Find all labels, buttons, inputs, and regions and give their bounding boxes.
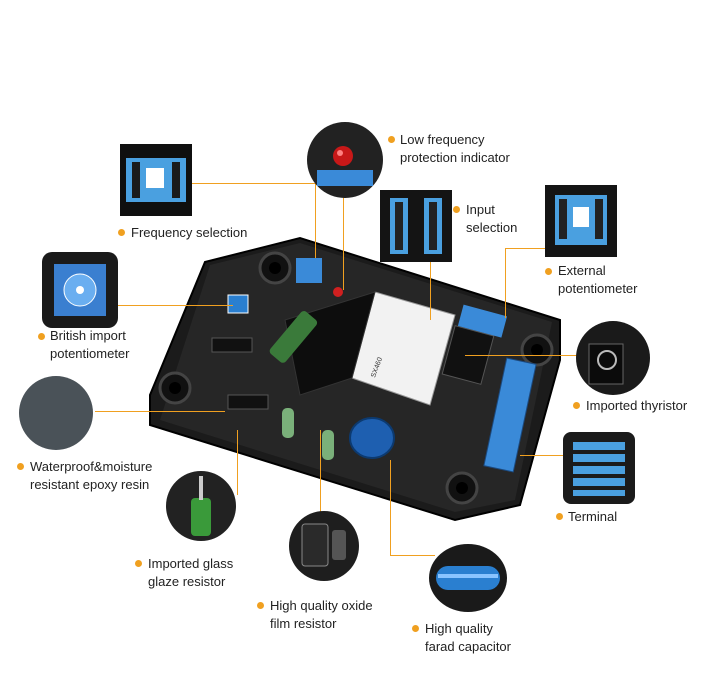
bullet-dot [38,333,45,340]
inset-input-selection [380,190,452,262]
jumper-block [296,258,322,283]
label-line: glaze resistor [148,574,226,589]
label-line: Frequency selection [131,225,248,240]
label-line: Low frequency [400,132,485,147]
mounting-hole-icon [258,251,292,285]
green-resistor [269,311,318,363]
bullet-dot [257,602,264,609]
connector-line [320,430,321,515]
label-line: Imported glass [148,556,234,571]
bullet-dot [118,229,125,236]
connector-line [237,430,238,495]
label-line: potentiometer [50,346,130,361]
blue-capacitor [349,417,395,459]
label-input-selection: Input selection [466,201,517,237]
label-line: High quality [425,621,493,636]
inset-frequency-selection [120,144,192,216]
connector-line [465,355,580,356]
connector-line [95,411,225,412]
label-line: Input [466,202,495,217]
connector-line [315,183,316,258]
bullet-dot [545,268,552,275]
terminal-strip [483,357,537,473]
label-line: High quality oxide [270,598,373,613]
label-oxide-resistor: High quality oxide film resistor [270,597,373,633]
label-thyristor: Imported thyristor [586,397,687,415]
mounting-hole-icon [158,371,192,405]
connector-line [343,190,344,290]
inset-glass-resistor [166,471,236,541]
label-line: protection indicator [400,150,510,165]
connector-line [190,183,315,184]
inset-low-frequency-indicator [307,122,383,198]
connector-line [505,248,545,249]
connector-line [118,305,233,306]
red-led [333,287,343,297]
label-low-frequency: Low frequency protection indicator [400,131,510,167]
bullet-dot [573,402,580,409]
ic-chip [227,394,269,410]
bullet-dot [556,513,563,520]
label-line: British import [50,328,126,343]
label-line: potentiometer [558,281,638,296]
inset-british-potentiometer [42,252,118,328]
connector-line [520,455,565,456]
label-line: resistant epoxy resin [30,477,150,492]
bullet-dot [412,625,419,632]
bullet-dot [17,463,24,470]
mounting-hole-icon [445,471,479,505]
inset-thyristor [576,321,650,395]
mounting-hole-icon [520,333,554,367]
bullet-dot [453,206,460,213]
inset-external-potentiometer [545,185,617,257]
jumper-block [457,304,508,338]
label-line: Imported thyristor [586,398,688,413]
small-resistor [282,408,294,438]
connector-line [505,248,506,318]
label-epoxy: Waterproof&moisture resistant epoxy resi… [30,458,152,494]
inset-farad-capacitor [429,544,507,612]
label-line: External [558,263,606,278]
label-frequency-selection: Frequency selection [131,224,247,242]
connector-line [390,555,435,556]
bullet-dot [388,136,395,143]
connector-line [430,215,431,320]
label-terminal: Terminal [568,508,617,526]
inset-terminal [563,432,635,504]
inset-epoxy-resin [19,376,93,450]
blue-potentiometer [227,294,249,314]
label-line: farad capacitor [425,639,511,654]
label-british-potentiometer: British import potentiometer [50,327,130,363]
label-line: selection [466,220,518,235]
label-glass-resistor: Imported glass glaze resistor [148,555,233,591]
ic-chip [211,337,253,353]
connector-line [390,460,391,555]
inset-oxide-resistor [289,511,359,581]
label-line: Terminal [568,509,618,524]
bullet-dot [135,560,142,567]
label-line: film resistor [270,616,337,631]
small-resistor [322,430,334,460]
label-farad-capacitor: High quality farad capacitor [425,620,511,656]
label-line: Waterproof&moisture [30,459,153,474]
label-external-potentiometer: External potentiometer [558,262,638,298]
